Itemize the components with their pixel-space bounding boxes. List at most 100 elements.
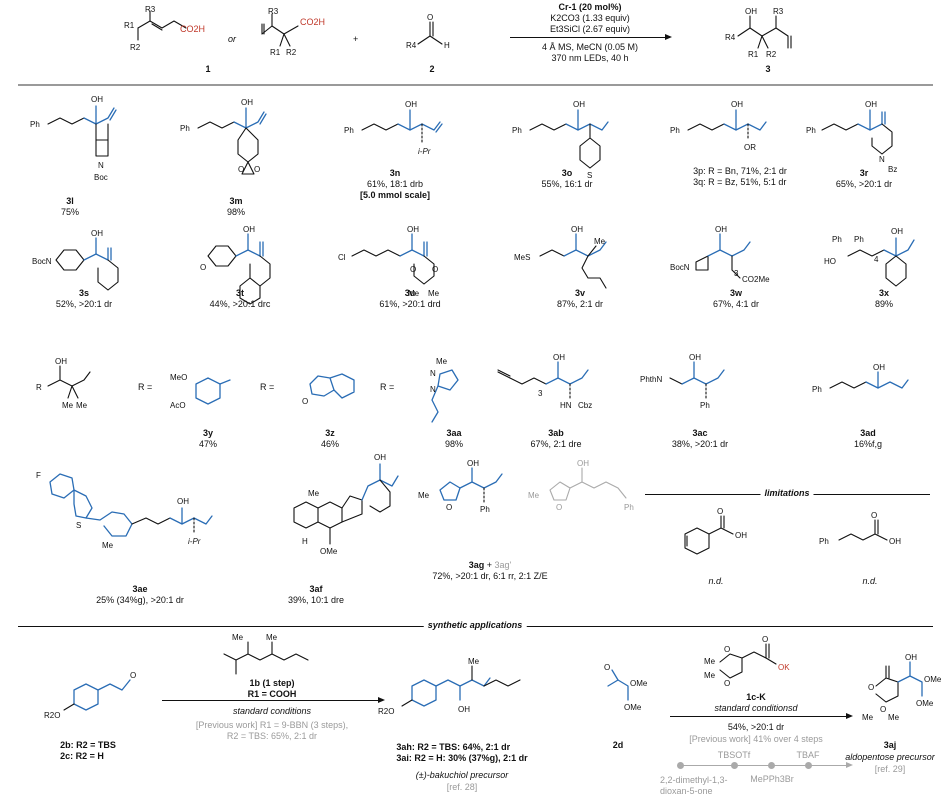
ref-28: [ref. 28] bbox=[446, 782, 478, 792]
route-arrow-head bbox=[846, 762, 853, 768]
svg-text:Ph: Ph bbox=[480, 505, 490, 514]
structure-1c-k: O O Me Me O OK bbox=[704, 635, 790, 688]
svg-text:N: N bbox=[430, 385, 436, 394]
svg-text:BocN: BocN bbox=[32, 257, 52, 266]
arrow-1 bbox=[162, 700, 382, 701]
svg-text:Me: Me bbox=[62, 401, 74, 410]
svg-text:O: O bbox=[868, 683, 874, 692]
svg-text:R3: R3 bbox=[268, 7, 279, 16]
svg-text:O: O bbox=[238, 165, 244, 174]
structure-3l: Ph Ph OH N Boc bbox=[30, 95, 117, 182]
route-line bbox=[680, 765, 850, 766]
structure-3y: MeO AcO bbox=[170, 373, 231, 410]
structure-3z: O bbox=[302, 373, 355, 406]
svg-text:MeS: MeS bbox=[514, 253, 530, 262]
svg-text:Ph: Ph bbox=[832, 235, 842, 244]
structure-3n: Ph OH i-Pr bbox=[344, 100, 443, 156]
svg-text:Ph: Ph bbox=[30, 120, 40, 129]
conditions-2: standard conditionsd bbox=[714, 703, 798, 713]
svg-text:S: S bbox=[587, 171, 592, 180]
arrow-1-head bbox=[378, 697, 385, 703]
svg-text:Cbz: Cbz bbox=[578, 401, 592, 410]
svg-text:O: O bbox=[427, 13, 433, 22]
svg-text:O: O bbox=[762, 635, 768, 644]
svg-text:OH: OH bbox=[55, 357, 67, 366]
svg-text:MeO: MeO bbox=[170, 373, 187, 382]
svg-text:BocN: BocN bbox=[670, 263, 690, 272]
svg-text:OH: OH bbox=[241, 98, 253, 107]
reagent-1b: 1b (1 step)R1 = COOH bbox=[247, 678, 297, 699]
route-dot-3 bbox=[768, 762, 775, 769]
structure-3ag-prime: Me O OH Ph bbox=[528, 459, 634, 512]
svg-text:Ph: Ph bbox=[854, 235, 864, 244]
svg-text:Me: Me bbox=[436, 357, 448, 366]
svg-text:Me: Me bbox=[704, 657, 716, 666]
svg-text:O: O bbox=[556, 503, 562, 512]
svg-text:OH: OH bbox=[571, 225, 583, 234]
svg-text:OH: OH bbox=[467, 459, 479, 468]
svg-text:R4: R4 bbox=[406, 41, 417, 50]
compound-3ag: 3ag + 3ag'72%, >20:1 dr, 6:1 rr, 2:1 Z/E bbox=[432, 560, 548, 581]
svg-text:i-Pr: i-Pr bbox=[418, 147, 431, 156]
svg-text:Bz: Bz bbox=[888, 165, 897, 174]
arrow-head bbox=[665, 34, 672, 40]
compound-3aj: 3aj bbox=[883, 740, 897, 750]
svg-text:O: O bbox=[254, 165, 260, 174]
svg-text:O: O bbox=[130, 671, 136, 680]
svg-text:R1: R1 bbox=[748, 50, 759, 59]
svg-text:Me: Me bbox=[266, 633, 278, 642]
svg-text:R2O: R2O bbox=[44, 711, 60, 720]
svg-text:R2: R2 bbox=[766, 50, 777, 59]
structure-3t: O OH bbox=[200, 225, 271, 305]
route-step-3: TBAF bbox=[796, 750, 820, 760]
svg-text:OMe: OMe bbox=[624, 703, 642, 712]
limitation-nd-2: n.d. bbox=[862, 576, 878, 586]
structure-2b-2c: R2O O bbox=[44, 671, 136, 720]
structure-3ad: Ph OH bbox=[812, 363, 909, 394]
svg-text:OH: OH bbox=[731, 100, 743, 109]
limitation-nd-1: n.d. bbox=[708, 576, 724, 586]
svg-text:N: N bbox=[430, 369, 436, 378]
structure-3ah-3ai: R2O OH Me bbox=[378, 657, 521, 716]
svg-text:R3: R3 bbox=[145, 5, 156, 14]
svg-text:Me: Me bbox=[76, 401, 88, 410]
svg-text:OH: OH bbox=[689, 353, 701, 362]
svg-text:O: O bbox=[410, 265, 416, 274]
structure-3aa: Me N N bbox=[430, 357, 459, 423]
svg-text:OH: OH bbox=[889, 537, 901, 546]
svg-text:O: O bbox=[302, 397, 308, 406]
route-start: 2,2-dimethyl-1,3-dioxan-5-one bbox=[660, 775, 728, 796]
svg-text:OH: OH bbox=[91, 229, 103, 238]
svg-text:OH: OH bbox=[553, 353, 565, 362]
svg-text:F: F bbox=[36, 471, 41, 480]
plus-sign: + bbox=[353, 34, 359, 44]
limitation-structure-2: Ph O OH bbox=[819, 511, 901, 546]
svg-text:Me: Me bbox=[888, 713, 900, 722]
svg-text:O: O bbox=[724, 645, 730, 654]
structure-3p-3q: Ph OH OR bbox=[670, 100, 767, 152]
structure-3x: Ph Ph HO OH 4 bbox=[824, 227, 915, 287]
cond-light: 370 nm LEDs, 40 h bbox=[551, 53, 629, 63]
previous-work-2: [Previous work] 41% over 4 steps bbox=[689, 734, 823, 744]
structure-3m: Ph OH O O bbox=[180, 98, 267, 175]
svg-text:Ph: Ph bbox=[180, 124, 190, 133]
svg-text:HO: HO bbox=[824, 257, 836, 266]
route-dot-4 bbox=[805, 762, 812, 769]
svg-text:OH: OH bbox=[243, 225, 255, 234]
applications-title: synthetic applications bbox=[423, 620, 527, 630]
svg-text:Me: Me bbox=[232, 633, 244, 642]
structure-3r: Ph OH N Bz bbox=[806, 100, 897, 174]
arrow-2 bbox=[670, 716, 850, 717]
svg-text:R2: R2 bbox=[130, 43, 141, 52]
